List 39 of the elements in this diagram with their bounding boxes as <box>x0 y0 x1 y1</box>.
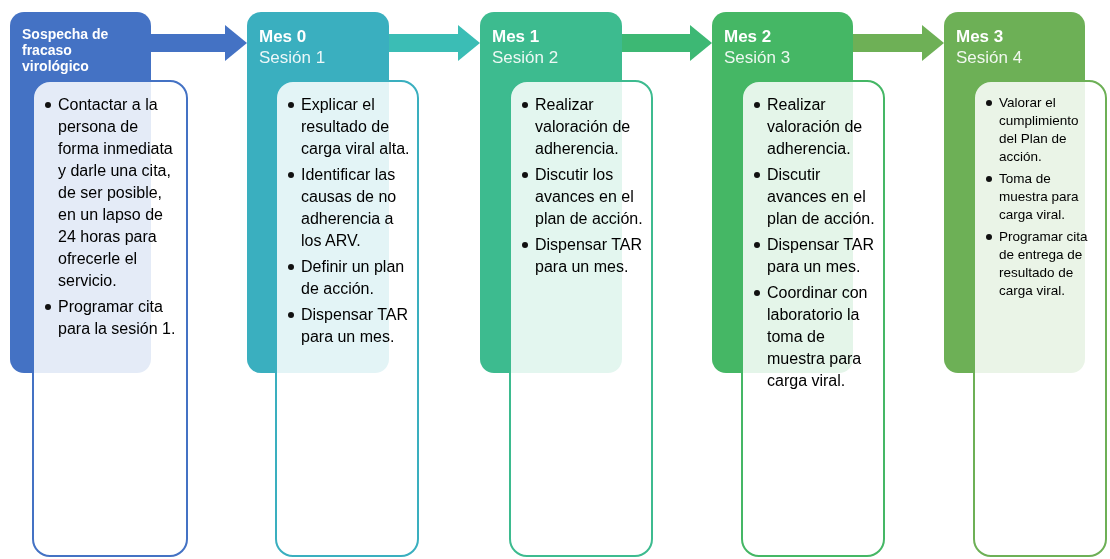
task-item: Explicar el resultado de carga viral alta. <box>301 95 411 159</box>
step-title: Mes 3 <box>956 26 1005 47</box>
task-list-box <box>509 80 653 557</box>
step-title: Mes 2 <box>724 26 773 47</box>
step-title: Mes 0 <box>259 26 308 47</box>
session-label: Sesión 4 <box>956 47 1024 69</box>
task-list-box <box>741 80 885 557</box>
step-header-box <box>10 12 151 80</box>
session-label: Sesión 3 <box>724 47 792 69</box>
task-item: Discutir avances en el plan de acción. <box>767 165 876 229</box>
block-arrow <box>151 25 247 61</box>
session-label: Sesión 1 <box>259 47 327 69</box>
task-item: Discutir los avances en el plan de acción. <box>535 165 644 229</box>
block-arrow <box>622 25 712 61</box>
step-header-box <box>247 12 389 80</box>
task-list-box <box>973 80 1107 557</box>
task-item: Toma de muestra para carga viral. <box>999 170 1080 224</box>
task-item: Programar cita para la sesión 1. <box>58 297 177 339</box>
task-item: Realizar valoración de adherencia. <box>535 95 632 159</box>
step-header-box <box>480 12 622 80</box>
task-item: Valorar el cumplimiento del Plan de acción. <box>999 94 1080 166</box>
task-list-box <box>32 80 188 557</box>
block-arrow <box>389 25 480 61</box>
step-title: Sospecha de fracaso virológico <box>22 26 110 74</box>
task-item: Dispensar TAR para un mes. <box>301 305 409 347</box>
task-item: Contactar a la persona de forma inmediata y darle una cita, de ser posible, en un lapso de 24 horas para ofrecerle el servicio. <box>58 95 174 291</box>
task-item: Identificar las causas de no adherencia a los ARV. <box>301 165 398 251</box>
task-item: Programar cita de entrega de resultado de carga viral. <box>999 228 1089 300</box>
task-item: Realizar valoración de adherencia. <box>767 95 864 159</box>
block-arrow <box>853 25 944 61</box>
task-list-box <box>275 80 419 557</box>
session-label: Sesión 2 <box>492 47 560 69</box>
step-header-box <box>712 12 853 80</box>
task-item: Definir un plan de acción. <box>301 257 406 299</box>
task-item: Dispensar TAR para un mes. <box>767 235 875 277</box>
task-item: Dispensar TAR para un mes. <box>535 235 643 277</box>
task-item: Coordinar con laboratorio la toma de muestra para carga viral. <box>767 283 869 391</box>
step-header-box <box>944 12 1085 80</box>
step-title: Mes 1 <box>492 26 541 47</box>
